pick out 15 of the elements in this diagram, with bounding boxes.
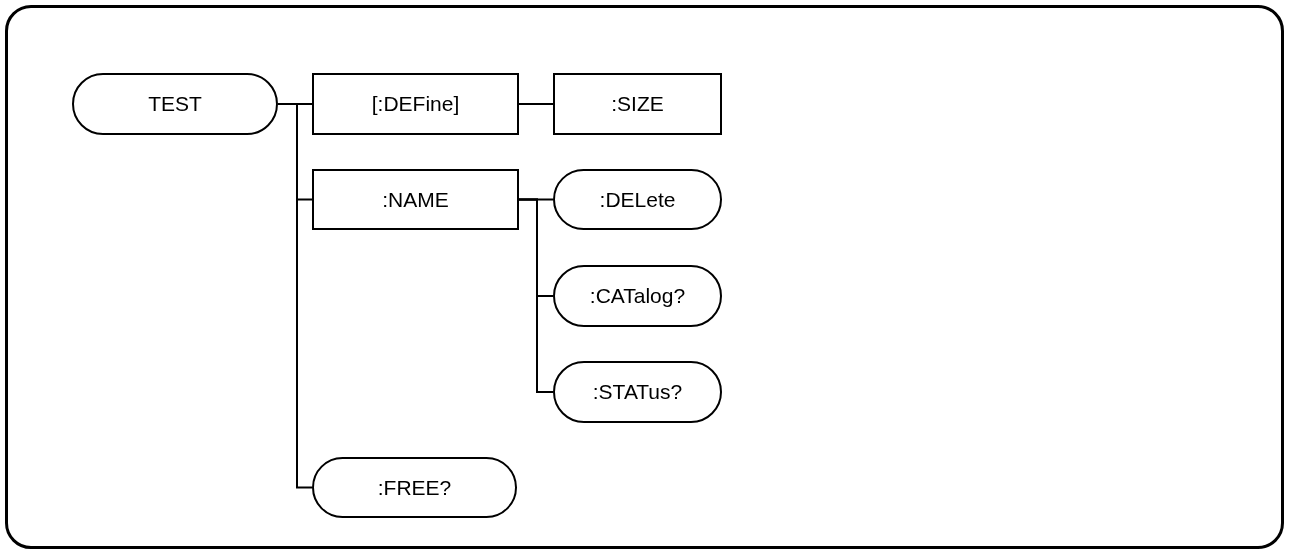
rounded-node [312, 457, 517, 518]
node-label: [:DEFine] [371, 91, 460, 118]
node-label: :CATalog? [589, 283, 686, 310]
node-label: :SIZE [611, 91, 664, 118]
rounded-node [553, 169, 722, 230]
connector-line [518, 103, 554, 105]
command-box [312, 73, 519, 135]
node-label: :DELete [599, 186, 676, 213]
node-label: :NAME [382, 186, 449, 213]
command-box [553, 73, 722, 135]
node-label: :STATus? [592, 379, 683, 406]
connector-line [518, 198, 554, 393]
node-label: TEST [148, 91, 202, 118]
node-label: :FREE? [377, 474, 452, 501]
command-box [312, 169, 519, 230]
